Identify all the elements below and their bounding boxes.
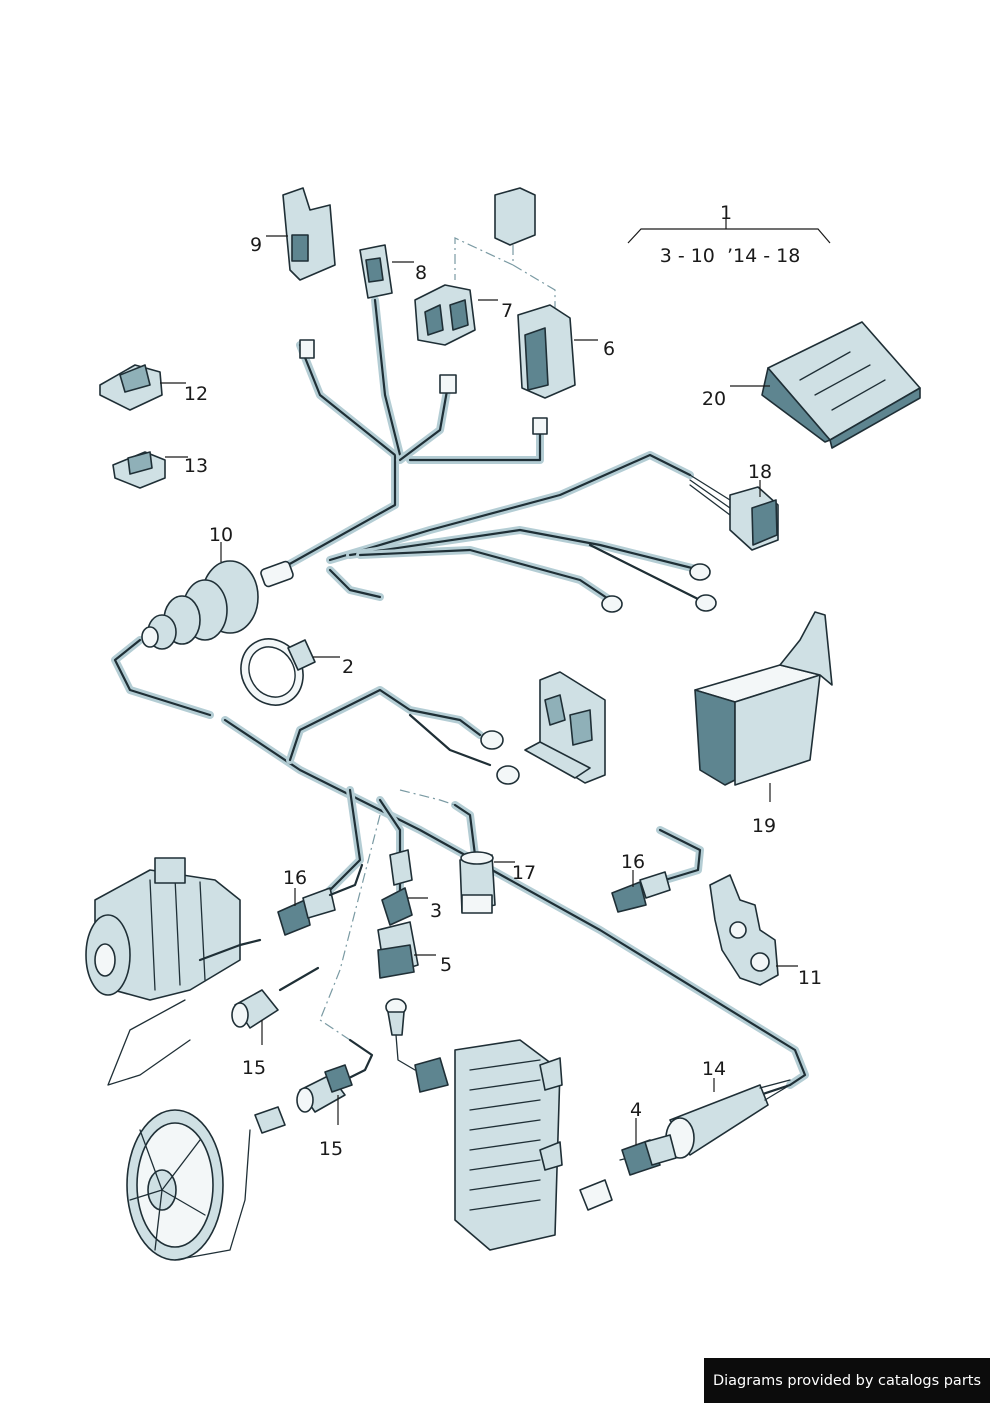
- relay-top: [454, 187, 556, 310]
- callout-6: 6: [603, 338, 615, 360]
- part-5-connector: [377, 921, 419, 979]
- part-15-sensor-lower: [296, 1038, 374, 1113]
- callout-20: 20: [702, 388, 726, 410]
- part-9-connector: [282, 187, 336, 359]
- callout-14: 14: [702, 1058, 726, 1080]
- part-11-bracket: [709, 874, 779, 986]
- callout-16-left: 16: [283, 867, 307, 889]
- callout-11: 11: [798, 967, 822, 989]
- part-17-sensor: [459, 851, 496, 914]
- part-13-clip: [112, 451, 166, 489]
- temperature-switch: [385, 998, 449, 1093]
- callout-leaders: [160, 235, 798, 1145]
- callout-1: 1: [720, 202, 732, 224]
- callout-19: 19: [752, 815, 776, 837]
- part-4-connector: [621, 1134, 677, 1176]
- radiator-fan: [126, 1106, 286, 1261]
- callout-16-right: 16: [621, 851, 645, 873]
- part-16-sensor-left: [277, 863, 364, 936]
- callout-3: 3: [430, 900, 442, 922]
- part-7-relay-carrier: [414, 284, 476, 394]
- callout-2: 2: [342, 656, 354, 678]
- part-18-connector: [729, 486, 779, 551]
- callout-7: 7: [501, 300, 513, 322]
- ac-compressor: [85, 857, 262, 1086]
- part-8-connector: [359, 244, 393, 299]
- part-19-control-unit: [694, 611, 833, 786]
- part-10-grommet: [141, 560, 259, 650]
- callout-17: 17: [512, 862, 536, 884]
- part-16-sensor-right: [611, 826, 704, 913]
- part-6-relay-carrier: [517, 304, 576, 435]
- radiator: [454, 1039, 613, 1251]
- callout-18: 18: [748, 461, 772, 483]
- part-2-cable-tie: [240, 638, 316, 706]
- part-20-bracket: [761, 321, 921, 449]
- callout-10: 10: [209, 524, 233, 546]
- attribution-banner: Diagrams provided by catalogs parts: [704, 1358, 990, 1403]
- main-harness: [260, 296, 731, 613]
- callout-5: 5: [440, 954, 452, 976]
- group-bracket-1: [627, 219, 831, 244]
- part-15-sensor-upper: [231, 966, 320, 1029]
- callout-4: 4: [630, 1099, 642, 1121]
- callout-12: 12: [184, 383, 208, 405]
- callout-1-range: 3 - 10 ’14 - 18: [660, 245, 801, 267]
- callout-15-lower: 15: [319, 1138, 343, 1160]
- callout-15-upper: 15: [242, 1057, 266, 1079]
- callout-numbers: 1 3 - 10 ’14 - 18 9 8 7 6 12 20 13 18 10…: [184, 202, 822, 1160]
- callout-8: 8: [415, 262, 427, 284]
- part-12-clip: [99, 364, 163, 411]
- bracket-plate: [524, 671, 606, 784]
- part-3-grommet: [381, 849, 413, 926]
- attribution-text: Diagrams provided by catalogs parts: [712, 1372, 982, 1389]
- callout-13: 13: [184, 455, 208, 477]
- callout-9: 9: [250, 234, 262, 256]
